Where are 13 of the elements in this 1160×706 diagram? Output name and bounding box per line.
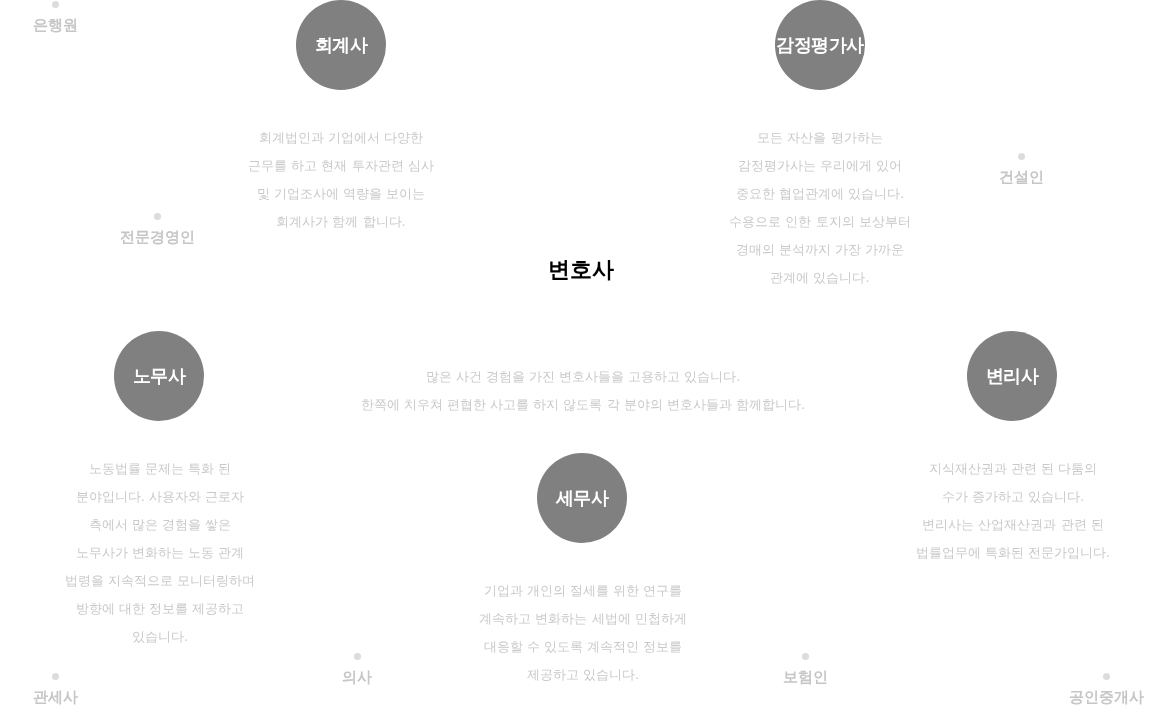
circle-label: 변리사	[985, 365, 1039, 387]
role-label: 의사	[342, 667, 372, 687]
role-label: 공인중개사	[1068, 687, 1144, 706]
role-label: 은행원	[32, 15, 78, 35]
center-title: 변호사	[548, 256, 614, 284]
circle-label: 세무사	[555, 487, 609, 509]
circle-label: 감정평가사	[776, 34, 864, 56]
role-label: 건설인	[998, 167, 1044, 187]
role-label: 보험인	[782, 667, 828, 687]
role-label: 전문경영인	[119, 227, 195, 247]
circle-label: 노무사	[132, 365, 186, 387]
role-label: 관세사	[32, 687, 78, 706]
circle-label: 회계사	[314, 34, 368, 56]
